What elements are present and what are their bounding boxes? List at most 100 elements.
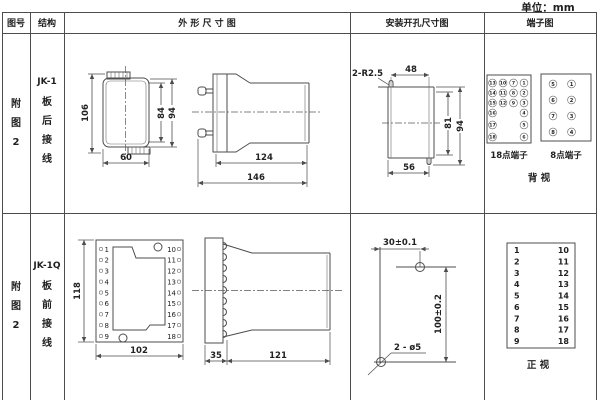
pin-label: 6 (551, 98, 555, 104)
terminal-number: 1 (514, 246, 520, 255)
terminal-screw-row (222, 242, 227, 338)
dim-60-label: 60 (120, 153, 132, 163)
terminal-number: 13 (558, 280, 569, 289)
front-terminal-numbers-right: 10 11 12 13 14 15 16 17 18 (558, 246, 570, 346)
top-connector-tab (106, 71, 131, 80)
col-line-3 (350, 12, 351, 400)
terminal-number: 14 (558, 292, 570, 301)
terminal-number: 4 (514, 280, 520, 289)
col-line-2 (64, 12, 65, 400)
pin-label: 1 (570, 82, 574, 88)
terminal-block-8pt (540, 73, 592, 142)
pin-label: 3 (522, 101, 525, 107)
row1-fig-no-cell: 附图2 (2, 33, 30, 213)
col-line-4 (484, 12, 485, 400)
terminal-number: 17 (167, 322, 176, 330)
row2-mounting-drawing: 30±0.1 100±0.2 2 - ø5 (367, 238, 456, 376)
row2-structure-cell: JK-1Q 板前接线 (30, 213, 64, 400)
terminal-number: 10 (167, 246, 176, 254)
terminal-number: 1 (105, 246, 109, 254)
pin-label: 9 (512, 101, 515, 107)
pin-label: 2 (522, 91, 525, 97)
terminal-number: 17 (558, 326, 569, 335)
jk1-side-view: 124 146 (192, 73, 320, 187)
terminal-screws-top (197, 86, 213, 96)
rear-view-label: 背 视 (528, 172, 551, 184)
pin-label: 10 (500, 81, 506, 87)
dim-121-label: 121 (269, 351, 287, 361)
row2-fig-no: 附图2 (11, 282, 21, 331)
header-outline-dims: 外 形 尺 寸 图 (178, 19, 236, 29)
terminal-number: 8 (105, 322, 109, 330)
terminal-number: 3 (514, 269, 520, 278)
terminal-number: 4 (105, 278, 110, 286)
terminal-number: 5 (105, 289, 109, 297)
row2-outline-drawing: 1 2 3 4 5 6 7 8 9 10 11 12 13 14 15 16 1… (73, 237, 344, 365)
pin-label: 6 (522, 135, 525, 141)
mounting-flange (212, 73, 228, 153)
panel-hole-top (153, 242, 163, 252)
bottom-keyhole-slot (426, 158, 432, 166)
terminal-block-front (506, 242, 576, 349)
pin-label: 7 (512, 81, 515, 87)
terminal-number: 6 (514, 303, 520, 312)
row2-terminal-diagram: 1 2 3 4 5 6 7 8 9 10 11 12 13 14 15 16 1… (506, 242, 576, 371)
dim-106-label: 106 (81, 104, 91, 122)
terminal-number: 11 (167, 257, 176, 265)
terminal-number: 6 (105, 300, 110, 308)
relay-inner-body (105, 80, 147, 145)
pin-label: 5 (522, 123, 525, 129)
pin-label: 4 (570, 130, 574, 136)
radius-callout-label: 2-R2.5 (352, 69, 383, 79)
terminal-block-18pt (486, 74, 532, 144)
table-left-border (2, 12, 3, 400)
dim-100-label: 100±0.2 (434, 294, 444, 334)
dim-56-label: 56 (403, 163, 415, 173)
row-divider (2, 213, 597, 214)
terminal-number: 15 (167, 300, 176, 308)
front-view-label: 正 视 (527, 359, 550, 371)
row1-outline-drawing: 106 84 94 60 (81, 66, 320, 187)
jk1q-front-view: 1 2 3 4 5 6 7 8 9 10 11 12 13 14 15 16 1… (73, 239, 184, 360)
pin-label: 7 (551, 114, 555, 120)
pin-label: 15 (489, 101, 495, 107)
table-right-border (596, 12, 597, 400)
terminal-number: 9 (514, 337, 520, 346)
label-18pt-terminal: 18点端子 (490, 150, 528, 161)
pin-label: 18 (489, 135, 495, 141)
hole-callout-label: 2 - ø5 (394, 343, 421, 353)
terminal-number: 2 (514, 257, 520, 266)
front-panel (95, 239, 184, 343)
terminal-number: 7 (514, 314, 520, 323)
bottom-connector-tab (127, 146, 151, 155)
pin-label: 8 (551, 130, 555, 136)
right-terminal-labels: 10 11 12 13 14 15 16 17 18 (167, 246, 182, 341)
dim-102-label: 102 (130, 346, 148, 356)
dim-94-label: 94 (456, 120, 466, 132)
dim-30-label: 30±0.1 (383, 238, 417, 248)
terminal-number: 12 (167, 268, 176, 276)
header-structure: 结构 (37, 19, 56, 29)
dim-118-label: 118 (73, 282, 83, 300)
row1-mounting-drawing: 2-R2.5 48 81 94 56 (352, 65, 466, 177)
row1-terminal-diagram: 13 10 7 1 14 11 8 2 15 12 9 3 16 4 17 5 … (486, 73, 592, 184)
terminal-number: 8 (514, 326, 520, 335)
pin-label: 5 (551, 82, 555, 88)
terminal-number: 9 (105, 333, 109, 341)
table-top-border (2, 12, 597, 13)
row1-wiring: 板后接线 (42, 97, 52, 165)
header-fig-no: 图号 (6, 19, 25, 29)
terminal-number: 18 (558, 337, 570, 346)
panel-hole-bottom (118, 333, 128, 343)
terminal-number: 16 (167, 311, 176, 319)
relay-body-outline (112, 246, 166, 331)
terminal-number: 13 (167, 278, 176, 286)
dim-35-label: 35 (210, 351, 222, 361)
pin-label: 1 (522, 81, 525, 87)
pin-label: 14 (489, 91, 495, 97)
terminal-pins-8pt: 5 1 6 2 7 3 8 4 (548, 79, 576, 137)
label-8pt-terminal: 8点端子 (550, 150, 582, 161)
unit-label: 单位：mm (521, 2, 575, 14)
terminal-number: 11 (558, 257, 570, 266)
